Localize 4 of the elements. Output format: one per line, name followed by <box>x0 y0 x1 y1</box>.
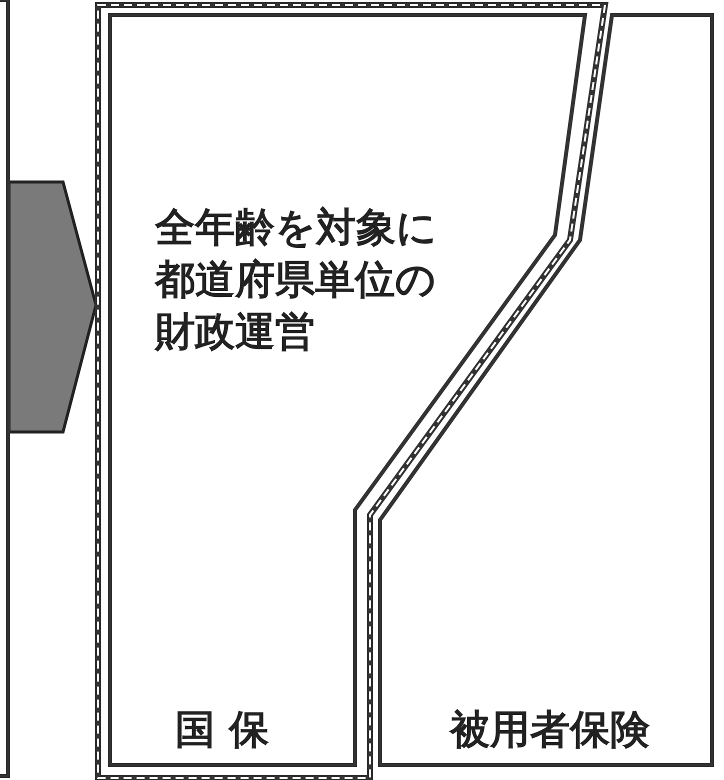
block-arrow <box>8 180 98 434</box>
region-label: 国 保 <box>175 706 270 755</box>
region-label: 被用者保険 <box>450 706 650 755</box>
description-text: 全年齢を対象に都道府県単位の財政運営 <box>155 204 438 357</box>
